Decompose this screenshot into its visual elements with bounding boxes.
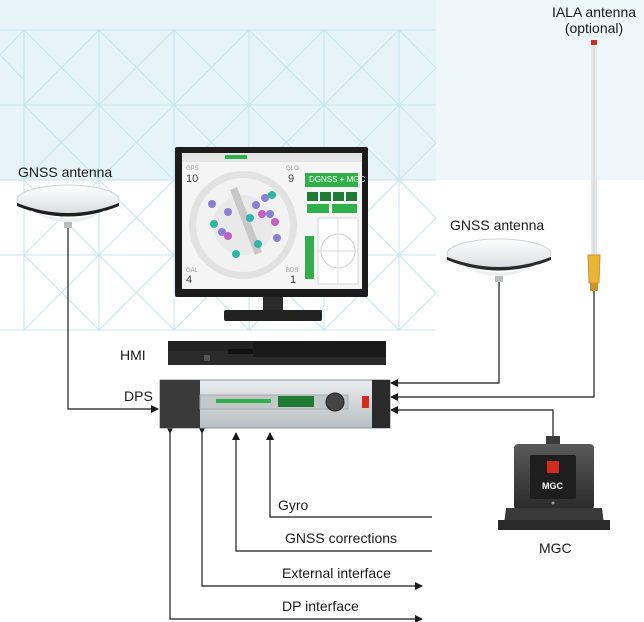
right-gnss-to-dps-line [390,282,500,387]
gnss-antenna-left-label: GNSS antenna [18,164,113,180]
screen-dgnss-mgc-button: DGNSS + MGC [309,175,366,184]
gnss-antenna-left [16,184,120,228]
iala-to-dps-line [390,290,595,401]
gnss-corrections-label: GNSS corrections [285,530,398,546]
dps-unit [159,379,391,429]
mgc-to-dps-line [390,406,554,436]
connection-lines [67,228,595,622]
external-interface-label: External interface [282,565,391,581]
left-gnss-to-dps-line [67,228,159,413]
dp-interface-line [166,426,423,622]
gnss-antenna-right-label: GNSS antenna [450,217,545,233]
screen-quadrant-gal-label: GAL [186,268,199,274]
screen-count-bds: 1 [290,274,297,286]
gnss-antenna-right [446,238,552,282]
screen-count-gps: 10 [186,173,199,185]
screen-count-glo: 9 [288,173,295,185]
mgc-label: MGC [539,540,572,556]
mgc-device-badge: MGC [542,481,563,491]
monitor [175,147,368,321]
gyro-label: Gyro [278,497,309,513]
iala-antenna [587,40,601,291]
external-interface-line [198,426,423,590]
screen-quadrant-bds-label: BDS [286,268,299,274]
iala-antenna-label: IALA antenna (optional) [538,4,644,36]
mgc-device [498,436,610,530]
hmi-label: HMI [120,347,146,363]
screen-quadrant-gps-label: GPS [186,166,199,172]
dp-interface-label: DP interface [282,598,359,614]
screen-quadrant-glo-label: GLO [286,166,299,172]
hmi-unit [168,341,386,365]
screen-count-gal: 4 [186,274,193,286]
iala-antenna-label-line1: IALA antenna [551,4,637,20]
dps-label: DPS [124,388,153,404]
iala-antenna-label-line2: (optional) [564,20,624,36]
background-grid [0,0,644,331]
